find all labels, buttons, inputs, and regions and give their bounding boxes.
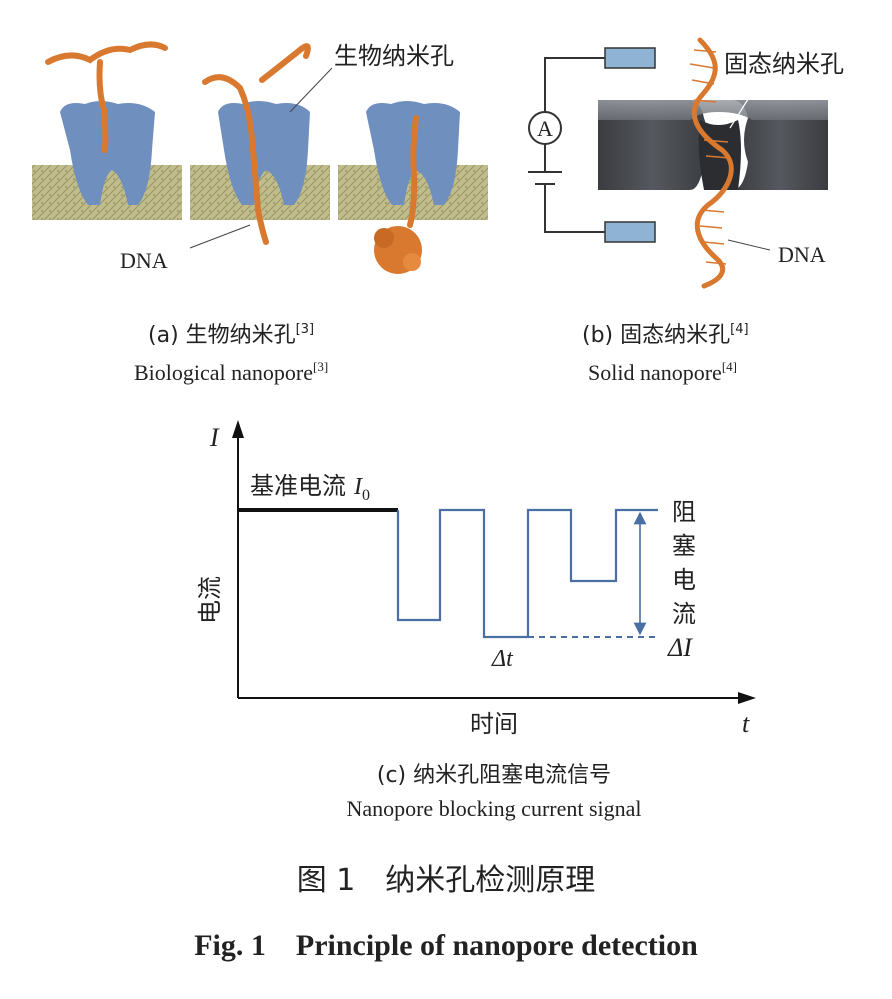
y-axis-label: 电流 <box>196 576 224 624</box>
panel-a-biological-nanopore: 生物纳米孔 DNA (a) 生物纳米孔[3] Biological nanopo… <box>32 41 488 385</box>
caption-a-en: Biological nanopore[3] <box>134 359 328 385</box>
circuit-wire <box>544 57 605 112</box>
electrode-bottom <box>604 221 656 243</box>
svg-text:电: 电 <box>672 566 696 594</box>
delta-t-label: Δt <box>491 646 514 672</box>
caption-b-cn: (b) 固态纳米孔[4] <box>582 322 749 348</box>
pore-channel <box>698 120 741 190</box>
chip-right <box>732 100 828 190</box>
dna-strand-2 <box>202 43 311 245</box>
caption-b-en: Solid nanopore[4] <box>588 359 737 385</box>
svg-text:流: 流 <box>672 600 696 628</box>
leader-dna-b <box>727 239 771 251</box>
dna-strand-1 <box>45 41 168 153</box>
chip-left <box>598 100 708 190</box>
svg-text:塞: 塞 <box>672 532 696 560</box>
caption-a-cn: (a) 生物纳米孔[3] <box>148 322 314 348</box>
y-axis-arrow <box>232 420 244 438</box>
electrode-top <box>604 47 656 69</box>
label-biological-pore: 生物纳米孔 <box>334 42 454 70</box>
label-dna-a: DNA <box>120 248 168 273</box>
blocking-current-label: 阻 塞 电 流 <box>672 498 696 628</box>
leader-pore-b <box>729 79 761 129</box>
figure-title-cn: 图 1 纳米孔检测原理 <box>297 863 596 898</box>
caption-c-cn: (c) 纳米孔阻塞电流信号 <box>377 763 611 788</box>
figure-title-en: Fig. 1 Principle of nanopore detection <box>194 929 698 962</box>
x-axis-arrow <box>738 692 756 704</box>
chip-top-surface <box>598 100 828 120</box>
ammeter-label: A <box>537 116 553 141</box>
dna-strand-3 <box>407 115 419 228</box>
leader-dna-a <box>189 224 251 249</box>
caption-c-en: Nanopore blocking current signal <box>346 796 641 821</box>
dna-helix <box>691 37 734 289</box>
protein-pore-1 <box>60 101 155 205</box>
label-solid-pore: 固态纳米孔 <box>724 50 844 78</box>
x-axis-symbol: t <box>742 709 750 738</box>
blocking-signal <box>396 508 658 639</box>
y-axis-symbol: I <box>209 423 220 452</box>
protein-pore-2 <box>218 101 310 205</box>
delta-i-label: ΔI <box>667 633 693 662</box>
panel-b-solid-nanopore: A 固态纳米孔 DNA (b) 固态纳米孔[4] Solid nanopore[… <box>528 37 844 385</box>
leader-pore-a <box>289 67 333 113</box>
dna-helix-rungs <box>689 49 731 265</box>
svg-text:阻: 阻 <box>672 498 696 526</box>
x-axis-label: 时间 <box>470 710 518 738</box>
ammeter <box>528 111 562 145</box>
label-dna-b: DNA <box>778 242 826 267</box>
